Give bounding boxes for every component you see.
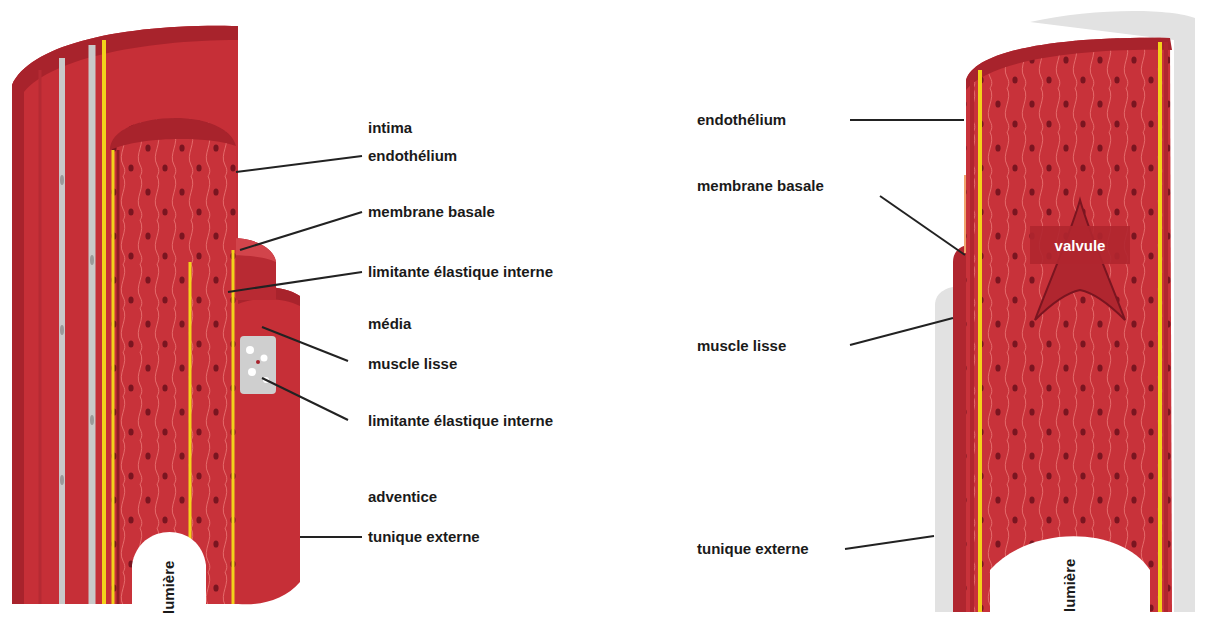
part-label: endothélium	[697, 111, 786, 129]
leader-lines	[228, 120, 965, 549]
part-label: limitante élastique interne	[368, 412, 553, 430]
part-label: endothélium	[368, 147, 457, 165]
vein-drawing	[935, 11, 1195, 612]
part-label: valvule	[1055, 237, 1106, 255]
part-label: tunique externe	[697, 540, 809, 558]
part-label: muscle lisse	[368, 355, 457, 373]
artery-drawing	[12, 26, 300, 606]
part-label: média	[368, 315, 411, 333]
lumen-label: lumière	[1061, 559, 1079, 612]
lumen-label: lumière	[160, 561, 178, 614]
part-label: muscle lisse	[697, 337, 786, 355]
part-label: adventice	[368, 488, 437, 506]
part-label: membrane basale	[368, 203, 495, 221]
part-label: tunique externe	[368, 528, 480, 546]
part-label: intima	[368, 119, 412, 137]
part-label: limitante élastique interne	[368, 263, 553, 281]
part-label: membrane basale	[697, 177, 824, 195]
